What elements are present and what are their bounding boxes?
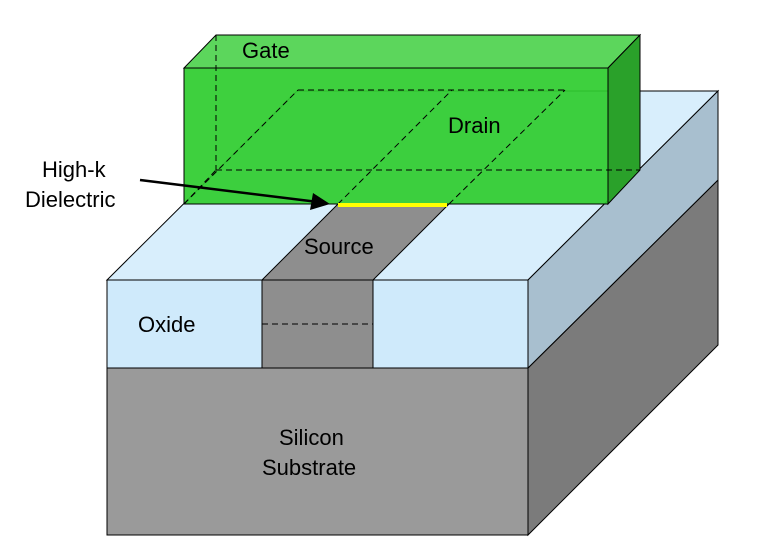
substrate-label-line2: Substrate	[262, 455, 356, 480]
dielectric-arrow	[139, 178, 319, 204]
source-label: Source	[304, 234, 374, 259]
drain-label: Drain	[448, 113, 501, 138]
gate-label: Gate	[242, 38, 290, 63]
oxide-front-right	[372, 279, 529, 369]
gate-front	[183, 67, 609, 205]
substrate-label-line1: Silicon	[279, 425, 344, 450]
dielectric-label-line1: High-k	[42, 157, 107, 182]
dielectric-label-line2: Dielectric	[25, 187, 115, 212]
hidden-edges	[183, 35, 640, 325]
dielectric-arrowhead	[310, 193, 330, 210]
substrate-front	[106, 367, 529, 536]
oxide-label: Oxide	[138, 312, 195, 337]
